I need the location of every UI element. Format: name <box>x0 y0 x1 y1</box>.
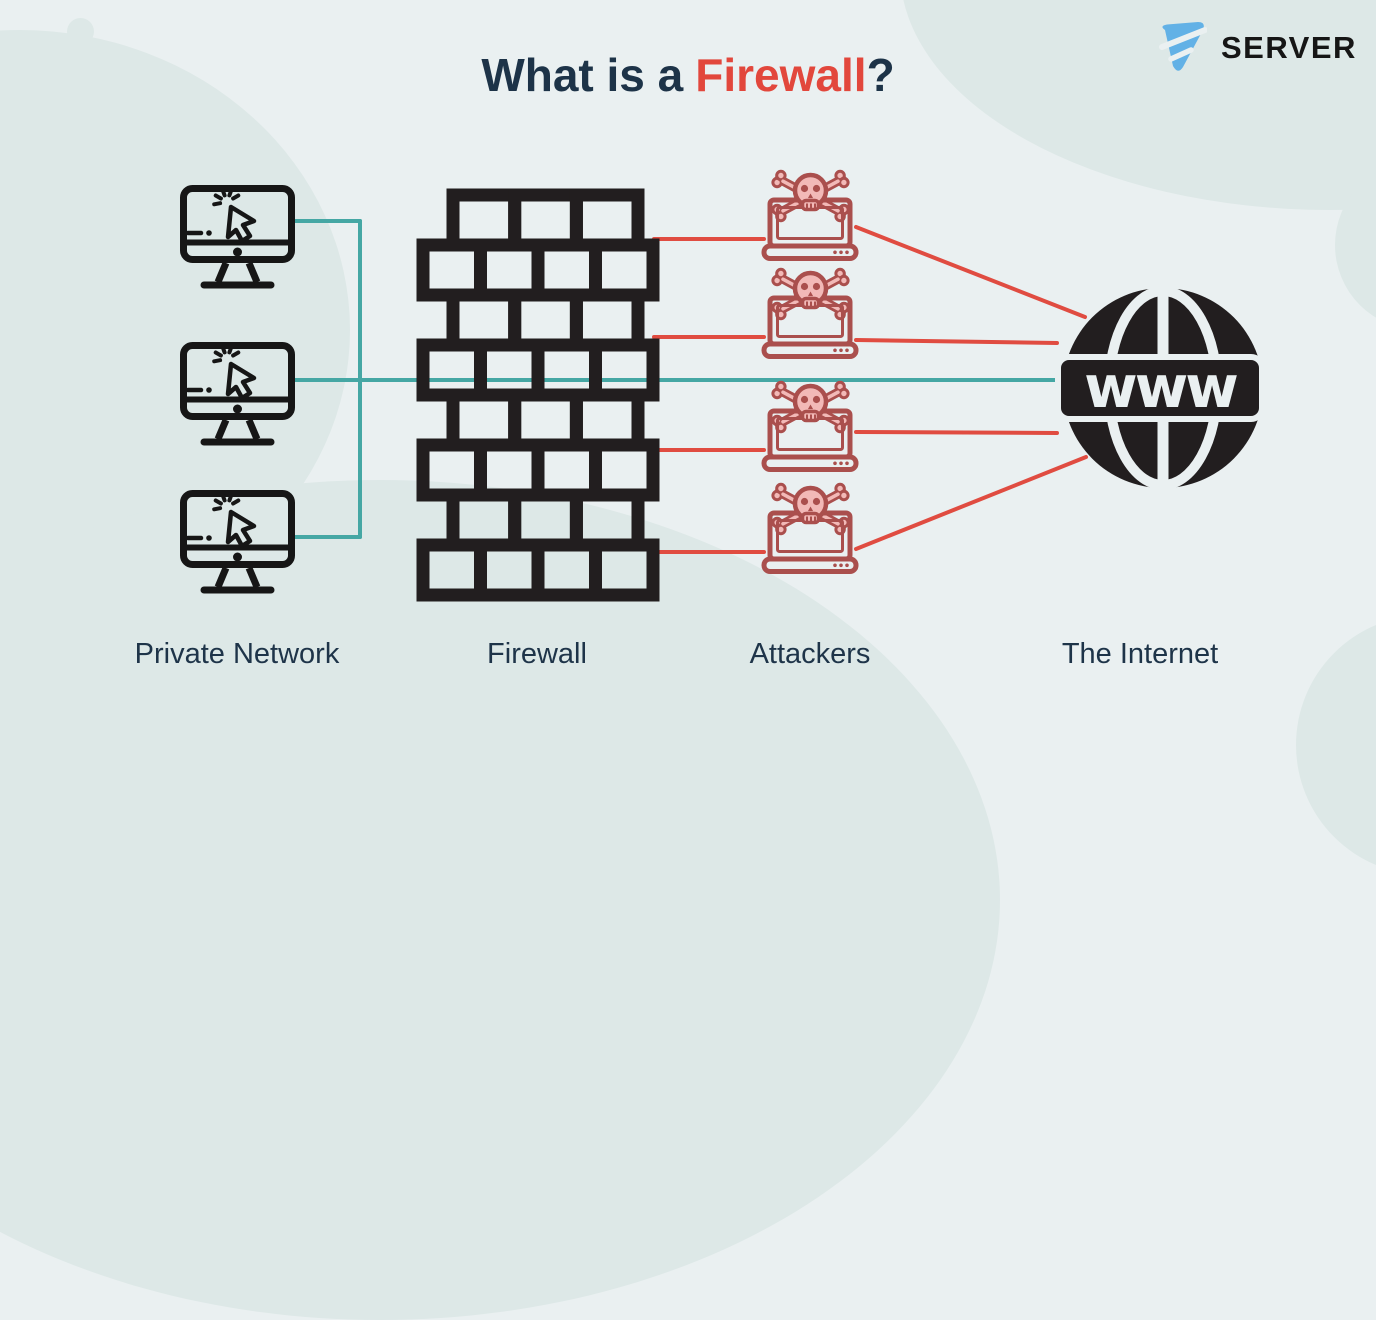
title-suffix: ? <box>866 49 895 101</box>
firewall-diagram: www <box>0 0 1265 602</box>
title-prefix: What is a <box>481 49 684 101</box>
attack-lines <box>652 225 1088 554</box>
firewall-wall-icon <box>416 188 660 602</box>
label-private-network: Private Network <box>134 638 340 670</box>
attacker-laptop-icon <box>764 269 856 356</box>
monitor-icon <box>184 346 292 443</box>
attacker-laptop-icon <box>764 171 856 258</box>
title-highlight: Firewall <box>695 49 867 101</box>
www-text: www <box>1084 353 1237 421</box>
monitor-icon <box>184 189 292 286</box>
brand-logo: SERVER <box>1155 20 1357 72</box>
server-logo-icon <box>1159 22 1207 71</box>
attacker-laptop-icon <box>764 484 856 571</box>
internet-globe-icon: www <box>1055 286 1265 490</box>
label-firewall: Firewall <box>487 638 587 670</box>
attacker-laptop-icon <box>764 382 856 469</box>
private-network-lines <box>293 219 1064 539</box>
monitor-icon <box>184 494 292 591</box>
label-the-internet: The Internet <box>1061 638 1219 670</box>
brand-name: SERVER <box>1221 30 1357 65</box>
label-attackers: Attackers <box>749 638 871 670</box>
